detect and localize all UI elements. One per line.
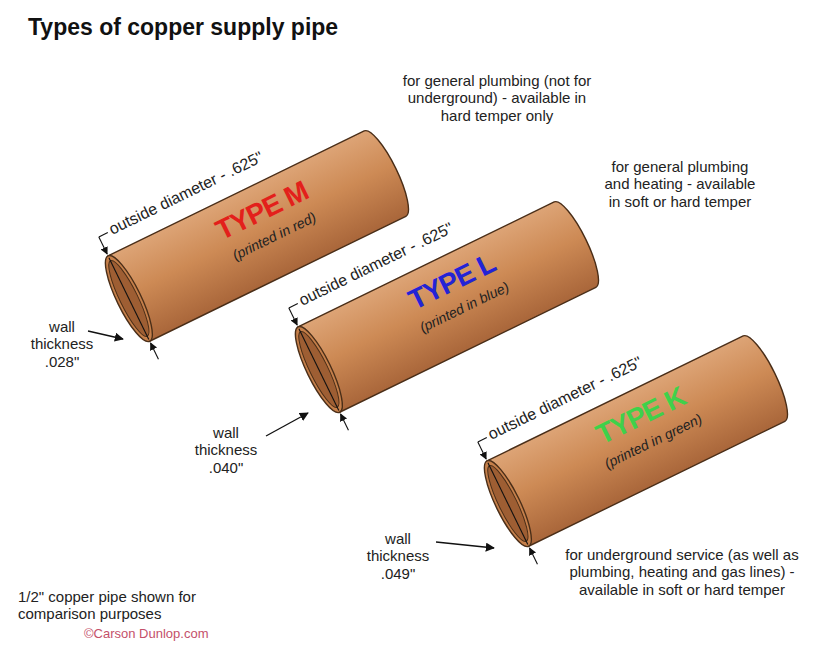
title: Types of copper supply pipe	[28, 14, 338, 41]
watermark: ©Carson Dunlop.com	[84, 627, 284, 642]
pipe-end	[97, 251, 160, 347]
dimension-arrow	[99, 237, 107, 254]
pipe-bore	[481, 462, 534, 545]
wall-leader	[436, 542, 494, 548]
diameter-line	[488, 463, 528, 545]
diameter-line	[299, 329, 339, 411]
dimension-tick	[289, 304, 298, 308]
comparison-note: 1/2" copper pipe shown for comparison pu…	[18, 588, 248, 623]
dimension-arrow	[340, 414, 348, 430]
pipe-bore	[292, 328, 345, 411]
pipe-end	[287, 322, 350, 418]
pipe-end	[476, 456, 539, 552]
wall-thickness: wall thickness .040"	[186, 424, 266, 476]
dimension-arrow	[289, 308, 297, 325]
pipe-bore	[102, 257, 155, 340]
dimension-arrow	[529, 548, 537, 564]
diameter-line	[109, 258, 149, 340]
wall-thickness: wall thickness .028"	[28, 318, 96, 370]
dimension-arrow	[478, 442, 486, 459]
dimension-tick	[99, 233, 108, 237]
dimension-tick	[478, 438, 487, 442]
copper-pipe: outside diameter - .625"TYPE K(printed i…	[454, 294, 819, 578]
usage-note: for underground service (as well as plum…	[560, 546, 804, 598]
dimension-arrow	[150, 343, 158, 359]
usage-note: for general plumbing (not for undergroun…	[392, 72, 602, 124]
wall-leader	[266, 413, 308, 436]
usage-note: for general plumbing and heating - avail…	[598, 158, 762, 210]
wall-thickness: wall thickness .049"	[360, 530, 436, 582]
